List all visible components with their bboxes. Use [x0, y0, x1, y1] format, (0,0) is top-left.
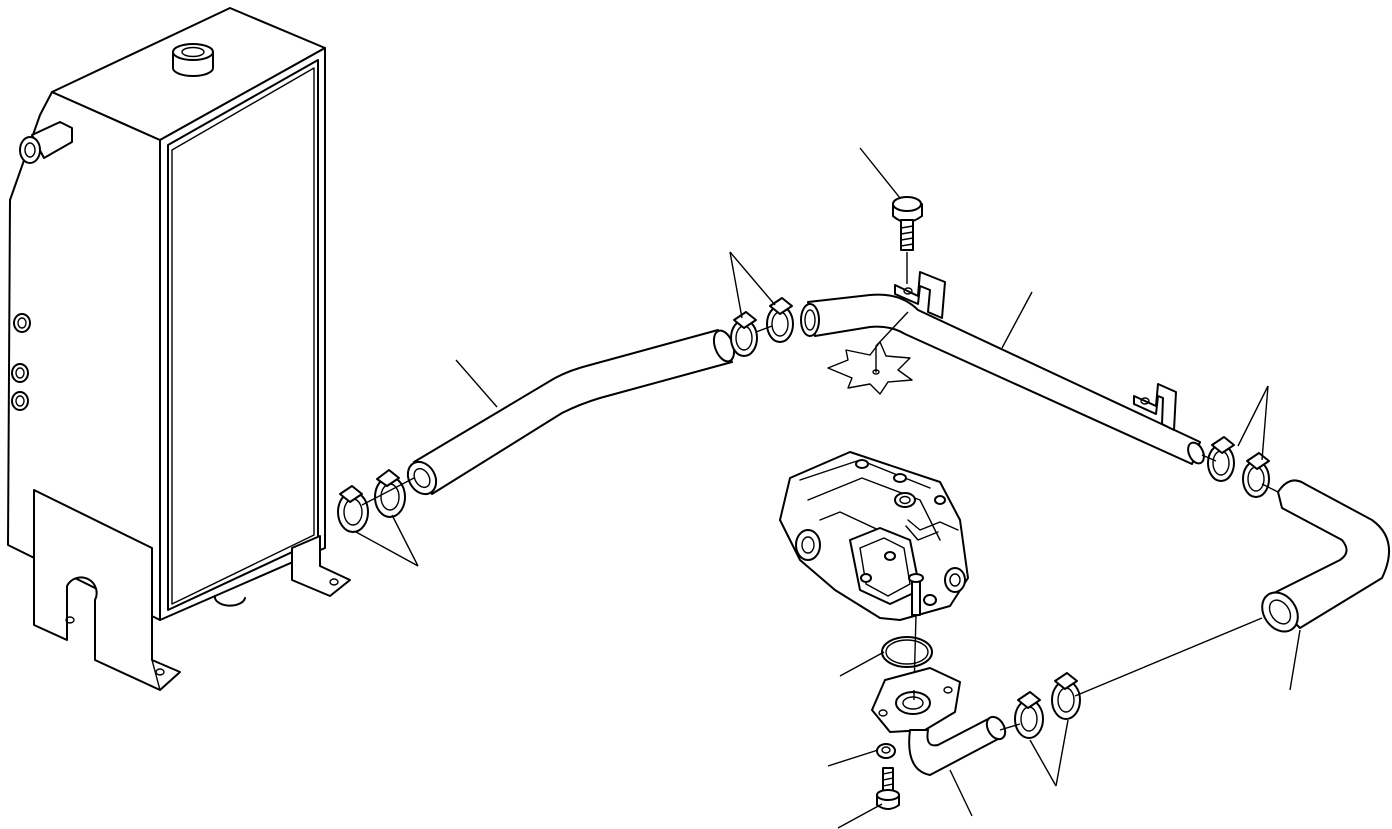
leader-clamp-right-b — [1261, 385, 1269, 461]
assembly-centerlines — [361, 325, 1279, 731]
leader-curved-hose — [1289, 629, 1301, 691]
washer — [876, 743, 896, 759]
hose-clamp-pair-top — [730, 297, 794, 357]
leader-bolt — [859, 147, 901, 199]
leader-clamp-top-a — [729, 251, 743, 319]
leader-clamp-bottom-b — [1055, 719, 1069, 787]
leader-o-ring — [839, 651, 885, 677]
tank-sight-gauges — [11, 313, 31, 411]
tank-side-fitting — [19, 121, 73, 164]
leader-suction-hose — [455, 359, 498, 408]
tank-rear-foot — [291, 535, 351, 597]
tank-front-bracket — [33, 489, 181, 691]
flange-bolt — [876, 767, 900, 810]
tank-fill-cap — [172, 43, 214, 77]
mounting-position-mark — [827, 311, 913, 395]
hydraulic-tank — [7, 7, 351, 691]
leader-clamp-left-b — [355, 531, 419, 567]
o-ring — [881, 636, 933, 668]
leader-clamp-top-b — [729, 251, 776, 306]
leader-clamp-left-a — [391, 514, 419, 567]
flange-elbow — [871, 667, 961, 733]
leader-suction-tube — [1001, 291, 1033, 349]
hose-clamp-pair-right — [1207, 436, 1270, 498]
hose-clamps — [337, 297, 1270, 739]
hose-clamp-pair-bottom — [1014, 672, 1081, 739]
elbow-hose — [908, 715, 1007, 776]
leader-washer — [827, 749, 879, 767]
hydraulic-pump — [779, 451, 969, 691]
tube-bracket — [894, 271, 1177, 431]
suction-tube — [800, 293, 1205, 465]
leader-flange-bolt — [837, 803, 883, 829]
mounting-bolt — [892, 196, 923, 284]
suction-hose — [406, 329, 736, 496]
curved-hose-right — [1261, 479, 1390, 633]
leader-clamp-right-a — [1237, 385, 1269, 447]
leader-elbow-hose — [949, 769, 973, 817]
leader-clamp-bottom-a — [1029, 739, 1057, 787]
leader-lines — [355, 147, 1301, 829]
hose-clamp-pair-left — [337, 469, 406, 533]
